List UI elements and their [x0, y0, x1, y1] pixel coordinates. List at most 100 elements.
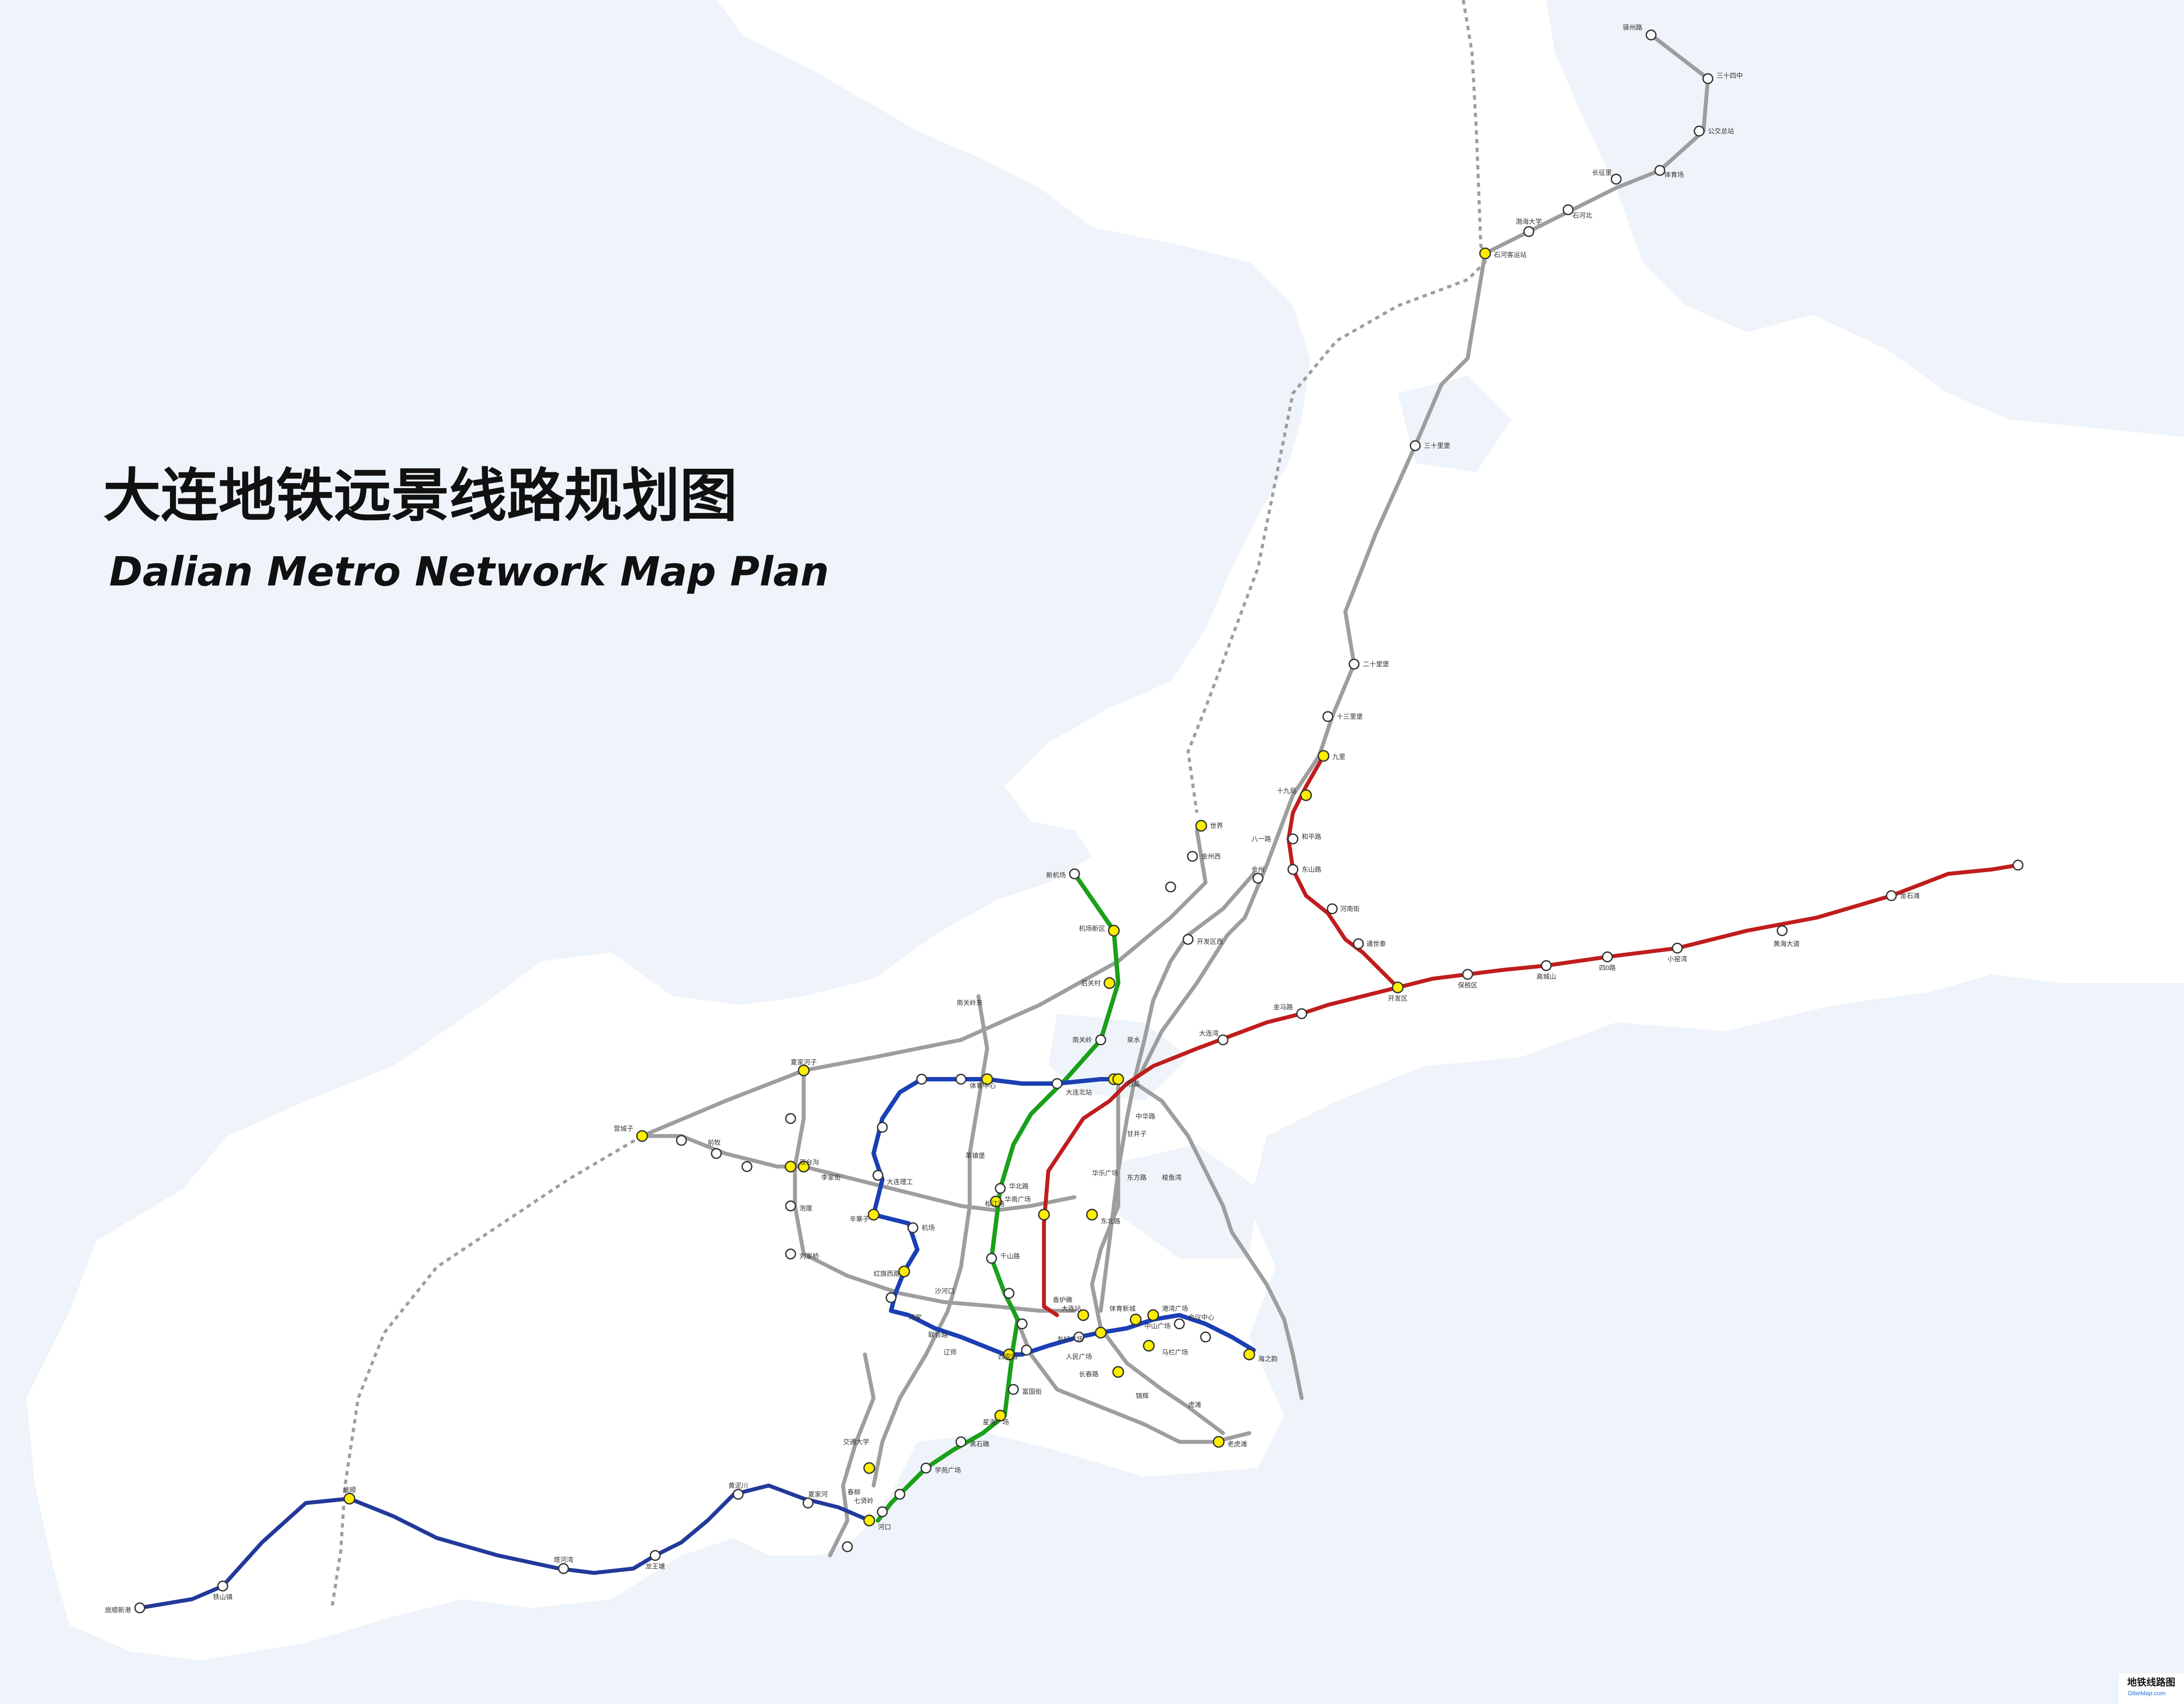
station-node[interactable]	[990, 1195, 1002, 1208]
station-node[interactable]	[1287, 833, 1299, 845]
station-node[interactable]	[1541, 960, 1552, 971]
station-node[interactable]	[1200, 1331, 1211, 1343]
station-node[interactable]	[877, 1506, 888, 1517]
dashed-rail-layer	[330, 0, 1487, 1608]
station-node[interactable]	[2012, 859, 2024, 871]
station-node[interactable]	[1410, 440, 1421, 451]
station-node[interactable]	[1095, 1326, 1107, 1339]
station-node[interactable]	[986, 1253, 997, 1264]
station-label: 保税区	[1458, 982, 1477, 989]
station-node[interactable]	[1073, 1331, 1085, 1343]
station-node[interactable]	[1672, 942, 1683, 954]
station-node[interactable]	[1645, 29, 1657, 41]
station-node[interactable]	[916, 1074, 927, 1085]
station-node[interactable]	[636, 1130, 648, 1142]
station-node[interactable]	[1165, 881, 1176, 893]
station-node[interactable]	[863, 1462, 875, 1474]
station-node[interactable]	[1077, 1309, 1089, 1321]
station-node[interactable]	[898, 1265, 910, 1278]
station-node[interactable]	[134, 1602, 145, 1614]
station-node[interactable]	[1086, 1209, 1098, 1221]
station-node[interactable]	[733, 1489, 744, 1500]
station-node[interactable]	[1217, 1034, 1229, 1046]
station-node[interactable]	[1327, 903, 1338, 914]
station-node[interactable]	[798, 1064, 810, 1077]
station-node[interactable]	[1051, 1078, 1063, 1089]
station-node[interactable]	[920, 1462, 932, 1474]
station-label: 和平路	[1302, 833, 1321, 841]
station-node[interactable]	[1112, 1073, 1124, 1085]
station-node[interactable]	[217, 1580, 228, 1592]
station-node[interactable]	[1562, 204, 1574, 215]
station-node[interactable]	[1322, 711, 1334, 722]
station-node[interactable]	[885, 1292, 897, 1303]
station-node[interactable]	[785, 1200, 796, 1212]
station-node[interactable]	[1776, 925, 1788, 936]
station-node[interactable]	[1886, 890, 1897, 901]
station-node[interactable]	[1112, 1366, 1124, 1378]
station-node[interactable]	[1069, 868, 1080, 880]
station-node[interactable]	[676, 1135, 687, 1146]
station-node[interactable]	[955, 1074, 967, 1085]
station-node[interactable]	[741, 1161, 753, 1172]
station-node[interactable]	[784, 1160, 797, 1173]
station-node[interactable]	[1462, 969, 1473, 980]
station-node[interactable]	[711, 1148, 722, 1159]
station-node[interactable]	[994, 1410, 1006, 1422]
station-node[interactable]	[1479, 247, 1491, 260]
station-label: 海之韵	[1258, 1355, 1278, 1363]
station-label: 机场	[922, 1224, 935, 1232]
station-node[interactable]	[1252, 873, 1264, 884]
station-node[interactable]	[1693, 125, 1705, 137]
station-node[interactable]	[877, 1122, 888, 1133]
station-label: 黄泥川	[728, 1482, 748, 1489]
station-node[interactable]	[1143, 1340, 1155, 1352]
station-node[interactable]	[1103, 977, 1116, 989]
station-node[interactable]	[1003, 1288, 1015, 1299]
station-node[interactable]	[785, 1113, 796, 1124]
station-node[interactable]	[1602, 951, 1613, 963]
station-node[interactable]	[981, 1073, 993, 1085]
station-node[interactable]	[1021, 1344, 1032, 1356]
station-node[interactable]	[1130, 1313, 1142, 1326]
station-node[interactable]	[1187, 851, 1198, 862]
station-node[interactable]	[650, 1550, 661, 1561]
station-node[interactable]	[558, 1563, 569, 1574]
station-node[interactable]	[1213, 1436, 1225, 1448]
station-node[interactable]	[1610, 173, 1622, 185]
station-node[interactable]	[1392, 981, 1404, 994]
station-node[interactable]	[1348, 658, 1360, 670]
station-node[interactable]	[863, 1514, 875, 1527]
station-node[interactable]	[1243, 1348, 1255, 1361]
station-node[interactable]	[1300, 789, 1312, 801]
station-node[interactable]	[1008, 1384, 1019, 1395]
station-node[interactable]	[1003, 1348, 1015, 1361]
station-node[interactable]	[1174, 1318, 1185, 1330]
station-node[interactable]	[1016, 1318, 1028, 1330]
station-node[interactable]	[955, 1436, 967, 1448]
station-node[interactable]	[872, 1170, 884, 1181]
station-node[interactable]	[1195, 820, 1207, 832]
station-node[interactable]	[798, 1160, 810, 1173]
station-node[interactable]	[907, 1222, 919, 1233]
station-node[interactable]	[802, 1497, 814, 1509]
station-node[interactable]	[1353, 938, 1364, 949]
station-node[interactable]	[785, 1248, 796, 1260]
station-node[interactable]	[1317, 750, 1330, 762]
station-node[interactable]	[1038, 1209, 1050, 1221]
station-node[interactable]	[1147, 1309, 1159, 1321]
station-node[interactable]	[894, 1489, 905, 1500]
station-node[interactable]	[867, 1209, 880, 1221]
station-node[interactable]	[1702, 73, 1714, 84]
station-node[interactable]	[842, 1541, 853, 1552]
station-label: 小窑湾	[1667, 956, 1687, 963]
station-node[interactable]	[1296, 1008, 1307, 1019]
station-node[interactable]	[1287, 864, 1299, 875]
station-node[interactable]	[1095, 1034, 1106, 1046]
station-node[interactable]	[1108, 925, 1120, 937]
station-node[interactable]	[1523, 226, 1534, 237]
station-node[interactable]	[343, 1493, 356, 1505]
station-node[interactable]	[1182, 934, 1194, 945]
station-node[interactable]	[1654, 165, 1666, 176]
station-node[interactable]	[995, 1183, 1006, 1194]
